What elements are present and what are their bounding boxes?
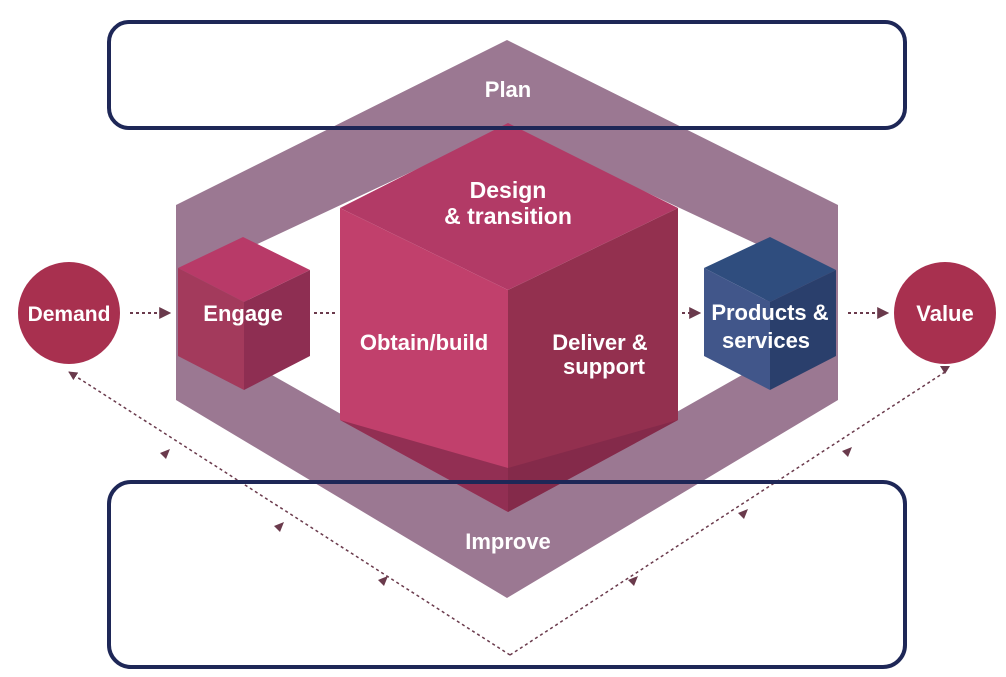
feedback-arrowhead <box>160 449 170 459</box>
improve-highlight-box <box>107 480 907 669</box>
central-cube-top <box>340 123 678 290</box>
products-services-label-line1: Products & <box>711 300 828 325</box>
central-cube <box>340 123 678 512</box>
demand-label: Demand <box>28 303 111 326</box>
improve-label: Improve <box>465 529 551 554</box>
hexagon-ring <box>176 40 838 598</box>
value-label: Value <box>916 301 973 326</box>
deliver-support-label-line1: Deliver & <box>552 330 647 355</box>
engage-label: Engage <box>203 301 282 326</box>
deliver-support-label-line2: support <box>563 354 646 379</box>
central-cube-bottom-shadow <box>340 420 678 512</box>
engage-cube-top <box>178 237 310 302</box>
feedback-arrowhead <box>738 509 748 519</box>
feedback-arrowhead <box>842 447 852 457</box>
demand-circle <box>18 262 120 364</box>
feedback-arrowhead <box>940 366 950 374</box>
engage-cube <box>178 237 310 390</box>
design-transition-label-line2: & transition <box>444 203 572 229</box>
feedback-arrowhead <box>274 522 284 532</box>
products-cube-top <box>704 237 836 302</box>
plan-highlight-box <box>107 20 907 130</box>
engage-cube-left <box>178 268 244 390</box>
products-services-label-line2: services <box>722 328 810 353</box>
design-transition-label-line1: Design <box>470 177 547 203</box>
feedback-arrowhead <box>628 576 638 586</box>
value-circle <box>894 262 996 364</box>
plan-label: Plan <box>485 77 531 102</box>
products-services-cube <box>704 237 836 390</box>
products-cube-right <box>770 270 836 390</box>
feedback-arrowhead <box>378 576 388 586</box>
feedback-line-right <box>509 371 946 656</box>
engage-cube-right <box>244 270 310 390</box>
obtain-build-label: Obtain/build <box>360 330 488 355</box>
products-cube-left <box>704 268 770 390</box>
